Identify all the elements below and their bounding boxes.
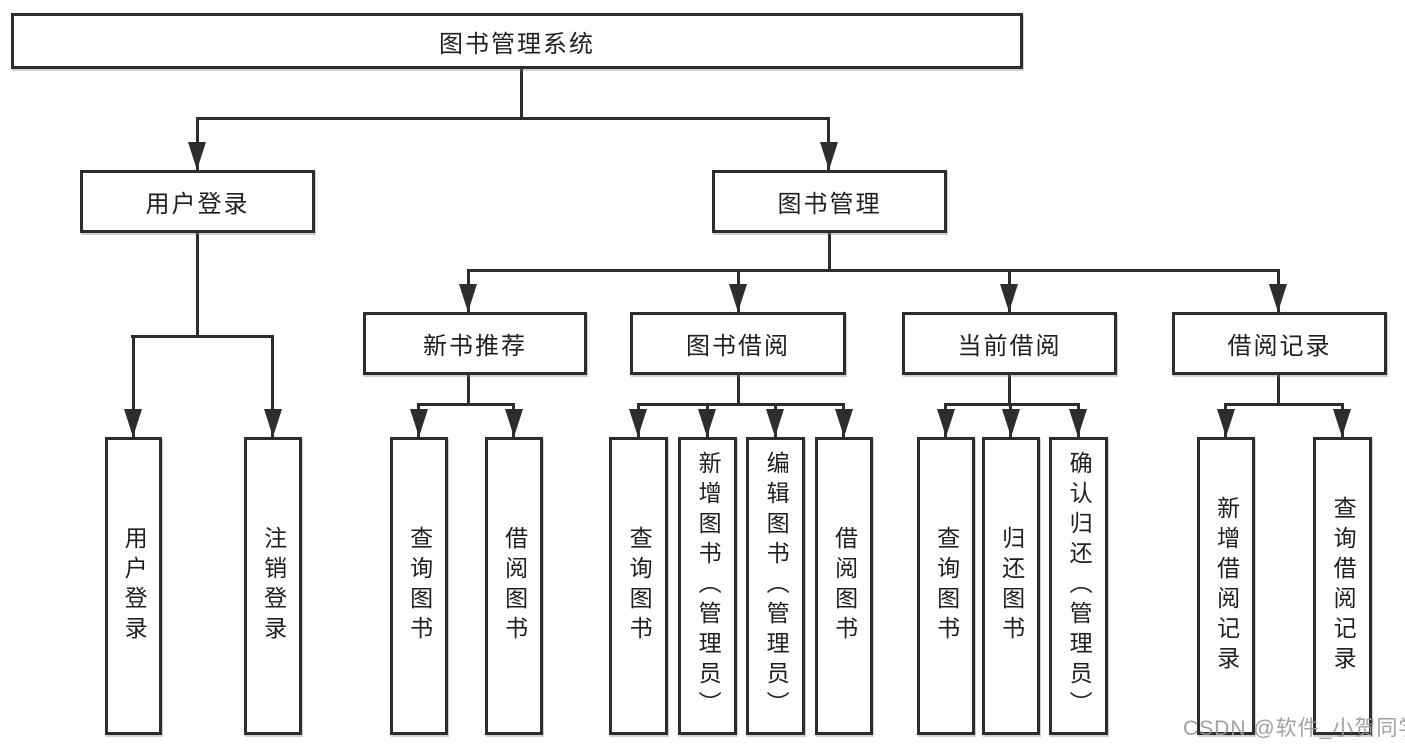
- leaf-query-book-current: 查询图书: [917, 437, 975, 735]
- node-label: 借阅记录: [1227, 333, 1332, 360]
- connector-line-h: [944, 403, 1080, 406]
- arrow-down-icon: [820, 142, 838, 170]
- arrow-down-icon: [1269, 284, 1287, 312]
- leaf-label: 确认归还（管理员）: [1066, 451, 1093, 721]
- leaf-label: 归还图书: [998, 526, 1025, 646]
- node-current-borrowing: 当前借阅: [902, 312, 1117, 375]
- connector-line-v: [1008, 375, 1011, 405]
- leaf-label: 新增图书（管理员）: [695, 451, 722, 721]
- arrow-down-icon: [1217, 409, 1235, 437]
- connector-line-h: [131, 335, 273, 338]
- leaf-borrow-book-borrowing: 借阅图书: [815, 437, 873, 735]
- connector-line-v: [196, 233, 199, 337]
- connector-line-h: [1224, 403, 1344, 406]
- connector-line-v: [1277, 375, 1280, 405]
- arrow-down-icon: [505, 409, 523, 437]
- arrow-down-icon: [698, 409, 716, 437]
- arrow-down-icon: [835, 409, 853, 437]
- arrow-down-icon: [188, 142, 206, 170]
- arrow-down-icon: [1069, 409, 1087, 437]
- arrow-down-icon: [1000, 284, 1018, 312]
- leaf-query-book-recommend: 查询图书: [390, 437, 448, 735]
- node-book-management: 图书管理: [712, 170, 947, 233]
- leaf-label: 借阅图书: [501, 526, 528, 646]
- node-user-login: 用户登录: [80, 170, 315, 233]
- node-label: 用户登录: [145, 191, 250, 218]
- leaf-borrow-book-recommend: 借阅图书: [485, 437, 543, 735]
- connector-line-h: [196, 117, 829, 120]
- leaf-label: 新增借阅记录: [1213, 496, 1240, 676]
- leaf-edit-book-admin: 编辑图书（管理员）: [746, 437, 805, 735]
- leaf-add-book-admin: 新增图书（管理员）: [678, 437, 737, 735]
- arrow-down-icon: [459, 284, 477, 312]
- leaf-label: 查询图书: [406, 526, 433, 646]
- arrow-down-icon: [410, 409, 428, 437]
- node-library-system: 图书管理系统: [11, 13, 1023, 69]
- leaf-query-borrow-record: 查询借阅记录: [1313, 437, 1372, 735]
- watermark: CSDN @软件_小贺同学: [1183, 717, 1405, 740]
- node-label: 图书借阅: [686, 333, 790, 360]
- arrow-down-icon: [729, 284, 747, 312]
- connector-line-v: [737, 375, 740, 405]
- arrow-down-icon: [264, 409, 282, 437]
- leaf-label: 查询图书: [626, 526, 653, 646]
- node-borrow-records: 借阅记录: [1172, 312, 1387, 375]
- connector-line-v: [467, 375, 470, 405]
- leaf-return-book: 归还图书: [982, 437, 1040, 735]
- connector-line-h: [467, 269, 1279, 272]
- node-label: 图书管理: [777, 191, 882, 218]
- connector-line-v: [271, 335, 274, 437]
- leaf-label: 查询图书: [933, 526, 960, 646]
- leaf-label: 查询借阅记录: [1330, 496, 1357, 676]
- arrow-down-icon: [937, 409, 955, 437]
- leaf-label: 用户登录: [121, 526, 148, 646]
- leaf-label: 注销登录: [260, 526, 287, 646]
- arrow-down-icon: [124, 409, 142, 437]
- connector-line-h: [637, 403, 845, 406]
- arrow-down-icon: [1002, 409, 1020, 437]
- connector-line-v: [520, 69, 523, 119]
- node-book-borrowing: 图书借阅: [630, 312, 846, 375]
- connector-line-h: [417, 403, 515, 406]
- leaf-user-login: 用户登录: [105, 437, 162, 735]
- leaf-query-book-borrowing: 查询图书: [609, 437, 668, 735]
- arrow-down-icon: [1333, 409, 1351, 437]
- arrow-down-icon: [629, 409, 647, 437]
- leaf-logout: 注销登录: [244, 437, 302, 735]
- leaf-confirm-return-admin: 确认归还（管理员）: [1049, 437, 1108, 735]
- node-new-book-recommendation: 新书推荐: [363, 312, 587, 375]
- connector-line-v: [132, 335, 135, 437]
- leaf-add-borrow-record: 新增借阅记录: [1197, 437, 1255, 735]
- node-label: 新书推荐: [423, 333, 527, 360]
- leaf-label: 借阅图书: [831, 526, 858, 646]
- arrow-down-icon: [766, 409, 784, 437]
- leaf-label: 编辑图书（管理员）: [763, 451, 790, 721]
- node-label: 当前借阅: [957, 333, 1062, 360]
- connector-line-v: [828, 233, 831, 271]
- node-label: 图书管理系统: [439, 30, 595, 58]
